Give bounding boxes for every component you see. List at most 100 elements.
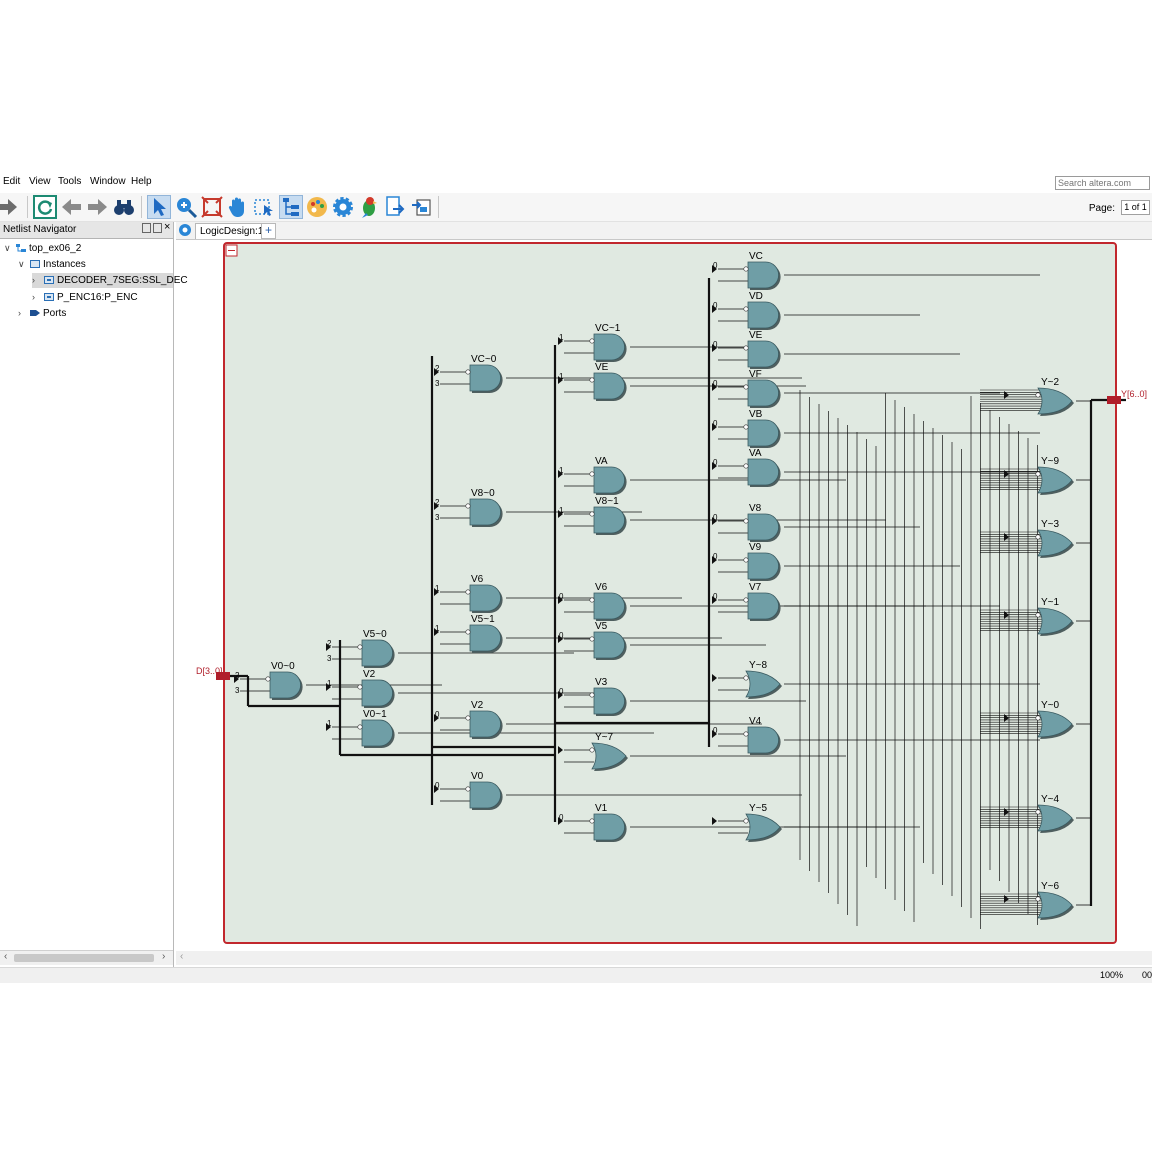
tree-item-decoder[interactable]: ›DECODER_7SEG:SSL_DEC — [32, 273, 188, 288]
gear-icon[interactable] — [331, 195, 355, 219]
pin-label: 0 — [713, 513, 718, 522]
schematic-canvas[interactable]: V0~023V5~023V21V0~11VC~023V8~023V61V5~11… — [176, 240, 1152, 950]
input-arrow — [712, 383, 717, 391]
chevron-down-icon[interactable]: ∨ — [4, 243, 11, 253]
gate-body — [469, 584, 501, 612]
logic-gate: Y~5 — [712, 803, 782, 842]
input-arrow — [712, 423, 717, 431]
gate-body — [469, 364, 501, 392]
gate-body — [747, 726, 779, 754]
inverter-bubble — [743, 731, 749, 737]
inverter-bubble — [743, 384, 749, 390]
parrot-icon[interactable] — [357, 195, 381, 219]
canvas-scrollbar[interactable]: ‹ — [176, 951, 1152, 965]
chevron-right-icon[interactable]: › — [18, 308, 21, 318]
refresh-icon[interactable] — [33, 195, 57, 219]
fit-icon[interactable] — [200, 195, 224, 219]
navigator-scrollbar[interactable]: ‹ › — [0, 950, 173, 965]
tree-item-instances[interactable]: ∨Instances — [18, 257, 86, 272]
gate-body — [361, 679, 393, 707]
logic-gate: Y~3 — [1004, 519, 1074, 558]
input-arrow — [558, 635, 563, 643]
back-arrow-icon[interactable] — [59, 195, 83, 219]
inverter-bubble — [589, 747, 595, 753]
binoculars-icon[interactable] — [112, 195, 136, 219]
menu-view[interactable]: View — [29, 176, 51, 187]
scroll-left-icon[interactable]: ‹ — [4, 951, 8, 962]
palette-icon[interactable] — [305, 195, 329, 219]
search-input[interactable] — [1055, 176, 1150, 190]
logic-gate: VF0 — [712, 369, 781, 408]
pin-label: 2 — [435, 364, 440, 373]
chevron-right-icon[interactable]: › — [32, 292, 35, 302]
gate-label: Y~5 — [749, 803, 768, 814]
gate-body — [593, 687, 625, 715]
tree-item-top[interactable]: ∨ top_ex06_2 — [4, 241, 81, 256]
input-arrow — [712, 462, 717, 470]
status-text: 00 — [1142, 970, 1152, 980]
gate-label: VE — [595, 362, 609, 373]
gate-body — [1037, 387, 1073, 415]
export-icon[interactable] — [383, 195, 407, 219]
forward-icon[interactable] — [0, 195, 20, 219]
pin-label: 1 — [435, 584, 440, 593]
pointer-icon[interactable] — [147, 195, 171, 219]
menu-edit[interactable]: Edit — [3, 176, 21, 187]
hierarchy-icon[interactable] — [279, 195, 303, 219]
inverter-bubble — [589, 818, 595, 824]
input-arrow — [712, 517, 717, 525]
logic-gate: VC~023 — [434, 354, 503, 393]
scroll-left-icon[interactable]: ‹ — [180, 951, 184, 962]
logic-gate: VA0 — [712, 448, 781, 487]
inverter-bubble — [1035, 896, 1041, 902]
gate-label: V5~0 — [363, 629, 387, 640]
zoom-icon[interactable] — [174, 195, 198, 219]
logic-gate: Y~7 — [558, 732, 628, 771]
inverter-bubble — [465, 629, 471, 635]
inverter-bubble — [589, 636, 595, 642]
toolbar-separator — [438, 196, 439, 218]
menu-tools[interactable]: Tools — [58, 176, 82, 187]
gate-label: Y~2 — [1041, 377, 1060, 388]
input-arrow — [434, 628, 439, 636]
netlist-navigator-panel: Netlist Navigator × ∨top_ex06_2 ∨Instanc… — [0, 221, 188, 967]
close-icon[interactable]: × — [164, 221, 171, 233]
forward-arrow-icon[interactable] — [86, 195, 110, 219]
add-tab-button[interactable]: + — [261, 223, 276, 239]
gate-body — [593, 466, 625, 494]
pin-label: 1 — [559, 506, 564, 515]
hand-icon[interactable] — [226, 195, 250, 219]
menu-help[interactable]: Help — [131, 176, 152, 187]
pin-label: 0 — [713, 419, 718, 428]
gate-label: V8 — [749, 503, 762, 514]
gate-body — [361, 639, 393, 667]
input-arrow — [558, 746, 563, 754]
logic-gate: V90 — [712, 542, 781, 581]
tree-label: top_ex06_2 — [29, 243, 82, 254]
inverter-bubble — [743, 424, 749, 430]
logic-gate: VE0 — [712, 330, 781, 369]
input-arrow — [558, 470, 563, 478]
inverter-bubble — [357, 644, 363, 650]
import-icon[interactable] — [409, 195, 433, 219]
tree-item-p-enc[interactable]: ›P_ENC16:P_ENC — [32, 290, 138, 305]
scroll-right-icon[interactable]: › — [162, 951, 166, 962]
gate-body — [1037, 529, 1073, 557]
menu-window[interactable]: Window — [90, 176, 126, 187]
chevron-down-icon[interactable]: ∨ — [18, 259, 25, 269]
area-select-icon[interactable] — [252, 195, 276, 219]
tree-item-ports[interactable]: ›Ports — [18, 306, 66, 321]
instance-icon — [44, 276, 54, 285]
inverter-bubble — [465, 715, 471, 721]
scroll-thumb[interactable] — [14, 954, 154, 962]
input-arrow — [1004, 611, 1009, 619]
chevron-right-icon[interactable]: › — [32, 275, 35, 285]
float-icon[interactable] — [153, 223, 162, 233]
page-number-field[interactable]: 1 of 1 — [1121, 200, 1150, 215]
gate-label: V4 — [749, 716, 762, 727]
gate-body — [747, 340, 779, 368]
tab-logic-design[interactable]: LogicDesign:1 — [195, 223, 269, 239]
input-arrow — [434, 714, 439, 722]
pin-icon[interactable] — [142, 223, 151, 233]
logic-gate: Y~0 — [1004, 700, 1074, 739]
